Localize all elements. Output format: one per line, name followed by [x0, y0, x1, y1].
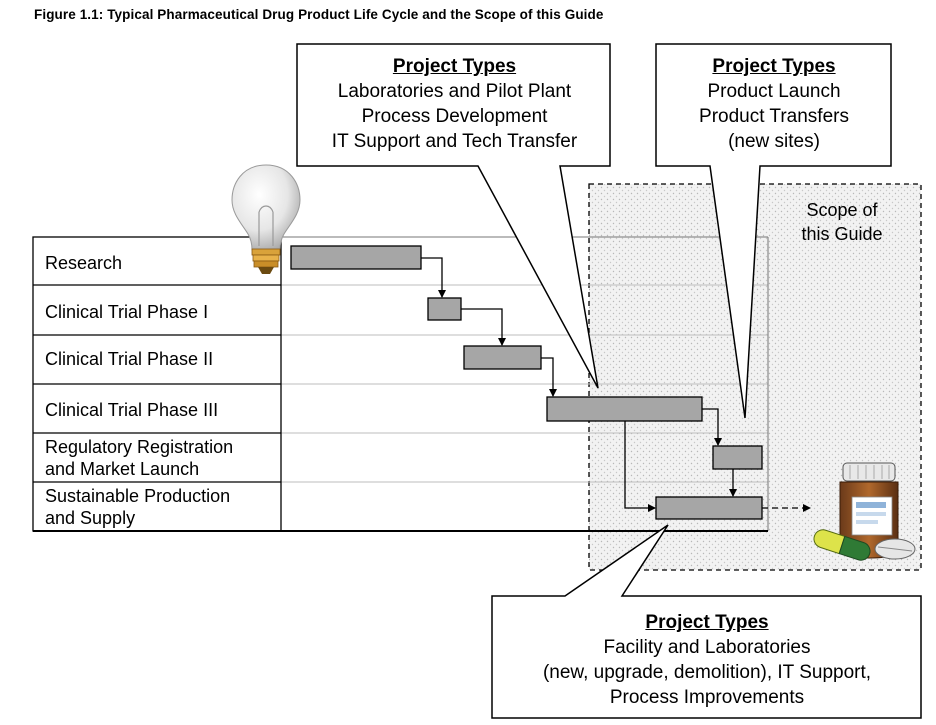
light-bulb-icon	[231, 164, 301, 274]
stage-label-research: Research	[45, 253, 123, 273]
callout-bottom-text: Project Types Facility and Laboratories …	[493, 610, 921, 710]
pill-icon	[874, 538, 916, 560]
capsule-icon	[813, 529, 871, 561]
stage-table	[32, 236, 769, 532]
callout-heading: Project Types	[645, 612, 769, 633]
bar-registration	[712, 445, 763, 470]
callout-top-right	[655, 43, 892, 419]
stage-label-phase-3: Clinical Trial Phase III	[45, 400, 219, 420]
connector-arrows	[421, 257, 811, 512]
callout-top-center-text: Project Types Laboratories and Pilot Pla…	[299, 54, 610, 154]
bar-phase-2	[463, 345, 542, 370]
medicine-bottle-icon	[839, 462, 899, 559]
bar-production	[655, 496, 763, 520]
callout-bottom	[491, 524, 922, 719]
bar-phase-1	[427, 297, 462, 321]
callout-heading: Project Types	[392, 56, 517, 77]
callout-top-right-text: Project Types Product Launch Product Tra…	[657, 54, 891, 154]
figure-title: Figure 1.1: Typical Pharmaceutical Drug …	[34, 7, 604, 22]
callout-top-center	[296, 43, 611, 389]
scope-label: Scope of this Guide	[801, 200, 883, 244]
bar-phase-3	[546, 396, 703, 422]
stage-label-phase-2: Clinical Trial Phase II	[45, 349, 214, 369]
stage-label-phase-1: Clinical Trial Phase I	[45, 302, 209, 322]
callout-heading: Project Types	[712, 56, 836, 77]
bar-research	[290, 245, 422, 270]
gantt-bars	[290, 245, 763, 520]
